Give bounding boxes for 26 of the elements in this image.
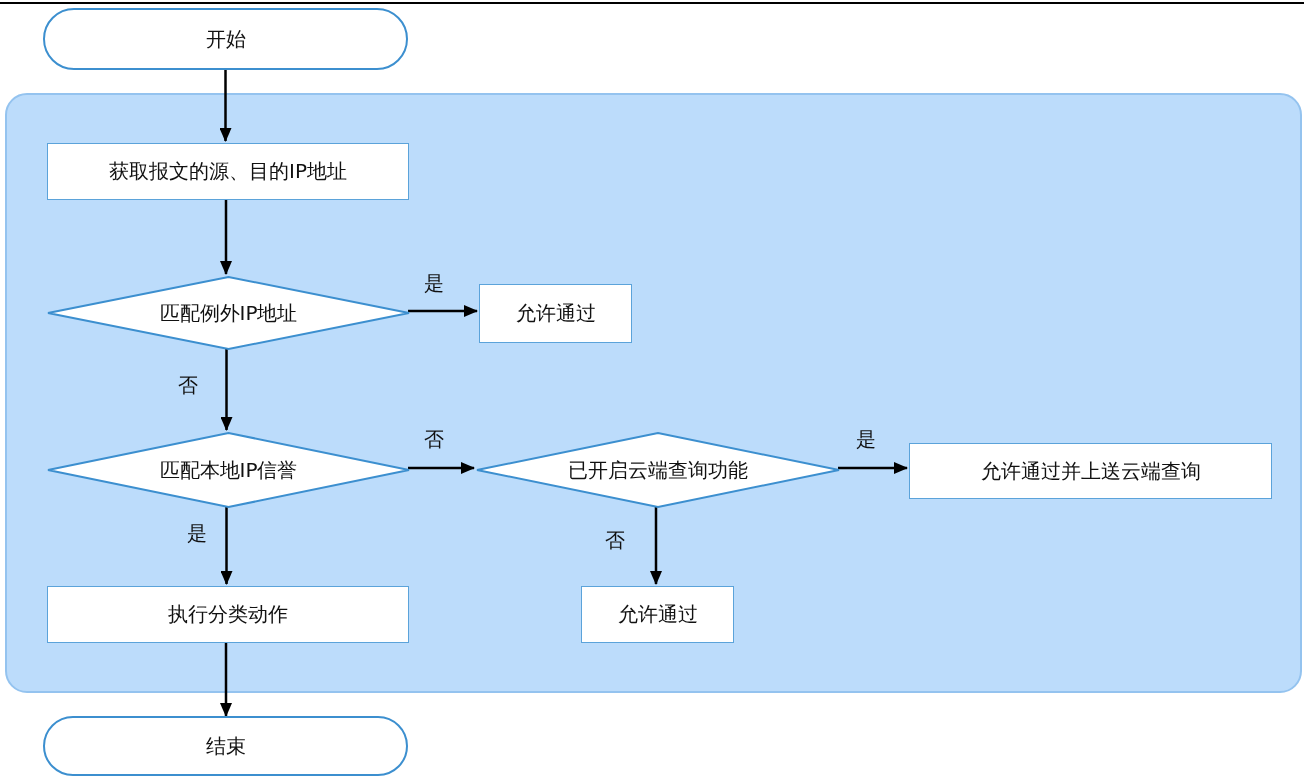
terminal-pill: 结束 [43,716,408,776]
arrow [650,506,662,585]
arrow [408,305,478,317]
process-panel [5,93,1302,693]
edge-label: 否 [424,428,444,450]
arrow [220,641,232,717]
arrow [838,462,908,474]
edge-label: 是 [856,428,876,450]
arrow [220,506,233,585]
decision-diamond: 匹配例外IP地址 [47,276,410,350]
edge-label: 是 [424,272,444,294]
decision-diamond: 已开启云端查询功能 [476,432,840,508]
arrow [220,198,232,275]
arrow [408,462,475,474]
process-box: 执行分类动作 [47,586,409,643]
arrow [220,348,233,431]
process-box: 允许通过并上送云端查询 [909,443,1272,499]
process-box: 允许通过 [581,586,734,643]
process-box: 允许通过 [479,284,632,343]
process-box: 获取报文的源、目的IP地址 [47,143,409,200]
decision-diamond: 匹配本地IP信誉 [47,432,410,508]
edge-label: 否 [605,529,625,551]
edge-label: 是 [187,522,207,544]
terminal-pill: 开始 [43,8,408,70]
edge-label: 否 [178,374,198,396]
arrow [219,70,232,142]
